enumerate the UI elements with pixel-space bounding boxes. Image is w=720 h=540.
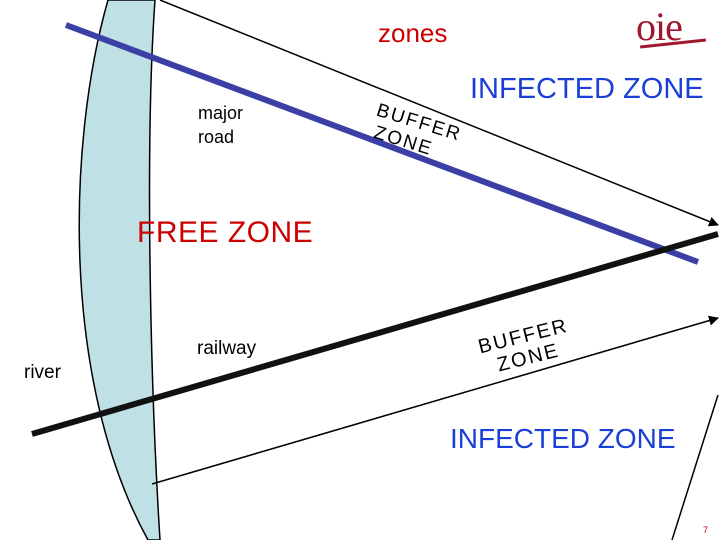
river-band <box>78 0 161 540</box>
page-number: 7 <box>703 525 709 535</box>
river-label: river <box>24 362 61 383</box>
lower-right-boundary <box>671 394 719 540</box>
free-zone-label: FREE ZONE <box>137 216 314 249</box>
infected-zone-bottom-label: INFECTED ZONE <box>450 423 676 454</box>
infected-zone-top-label: INFECTED ZONE <box>470 73 704 105</box>
major-road-line <box>64 22 700 265</box>
railway-label: railway <box>197 338 257 359</box>
railway-line <box>31 231 719 437</box>
major-road-label: major road <box>198 103 244 147</box>
upper-boundary-arrow <box>159 0 719 227</box>
lower-boundary-arrow <box>151 315 719 485</box>
oie-logo: oie <box>636 2 712 52</box>
slide-title: zones <box>378 18 448 48</box>
